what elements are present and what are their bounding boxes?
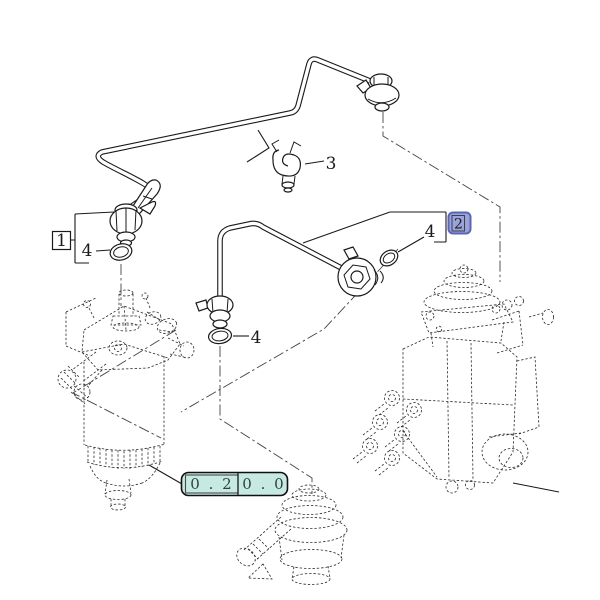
callout-4-left[interactable]: 4 (82, 241, 93, 261)
callout-1[interactable]: 1 (51, 230, 72, 251)
construction-lines (72, 112, 501, 494)
oring-middle (207, 327, 233, 345)
banjo-fitting-pipe1-right (356, 73, 400, 112)
leader-lines (70, 160, 447, 485)
callout-1-label[interactable]: 1 (56, 231, 67, 251)
pipe-clamp-part3 (246, 129, 302, 193)
banjo-bolt-pipe2-right (337, 246, 384, 297)
banjo-fitting-pipe1-left (109, 200, 157, 247)
reference-left-segment: 0 . 2 (190, 475, 233, 493)
oring-right (379, 249, 399, 267)
callout-3[interactable]: 3 (326, 154, 337, 174)
fuel-pipe-1 (95, 56, 372, 216)
callout-4-middle[interactable]: 4 (251, 328, 262, 348)
fuel-filter-phantom (57, 289, 195, 511)
callout-2-highlighted[interactable]: 2 (447, 211, 472, 235)
reference-right-segment: 0 . 0 (242, 475, 285, 493)
reference-box[interactable]: 0 . 2 0 . 0 (180, 471, 289, 497)
transfer-pump-phantom (236, 484, 348, 585)
fuel-pipe-2 (217, 220, 351, 299)
oring-left (109, 243, 133, 261)
banjo-fitting-pipe2-lower (195, 295, 234, 329)
callout-2-label[interactable]: 2 (454, 217, 463, 233)
callout-4-right[interactable]: 4 (425, 222, 436, 242)
injection-pump-phantom (352, 264, 560, 494)
